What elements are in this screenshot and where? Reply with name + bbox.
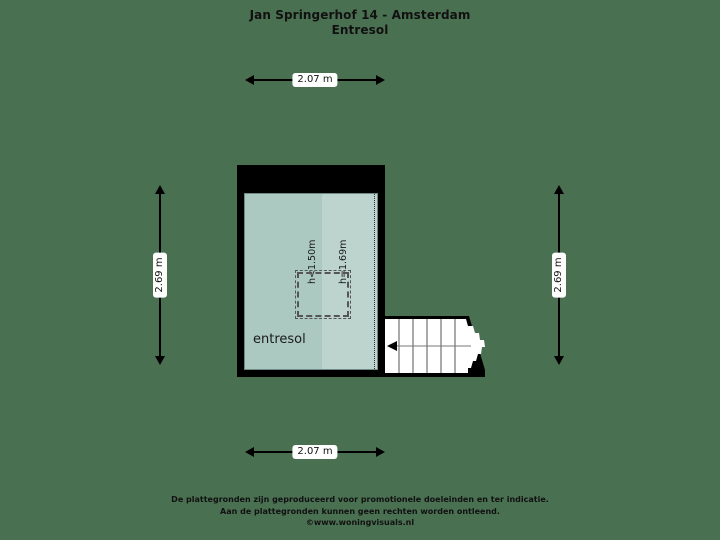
arrow-right-icon [376, 447, 385, 457]
arrow-up-icon [155, 185, 165, 194]
staircase [383, 316, 489, 377]
ceiling-zone-divider [374, 194, 375, 369]
arrow-left-icon [245, 447, 254, 457]
arrow-up-icon [554, 185, 564, 194]
title-floor-level: Entresol [331, 23, 389, 37]
footer-disclaimer: De plattegronden zijn geproduceerd voor … [0, 494, 720, 529]
arrow-left-icon [245, 75, 254, 85]
dimension-right-label: 2.69 m [552, 252, 566, 298]
stair-direction-arrow-icon [387, 341, 397, 351]
dimension-left-label: 2.69 m [153, 252, 167, 298]
dimension-bottom-label: 2.07 m [292, 445, 338, 459]
room-entresol: h<1.50m h=1.69m entresol [237, 165, 385, 377]
dimension-top-horizontal: 2.07 m [245, 72, 385, 88]
zone-high-ceiling [322, 194, 377, 369]
dimension-bottom-horizontal: 2.07 m [245, 444, 385, 460]
footer-line-1: De plattegronden zijn geproduceerd voor … [171, 495, 549, 504]
arrow-down-icon [155, 356, 165, 365]
footer-line-3: ©www.woningvisuals.nl [305, 518, 415, 527]
room-label-entresol: entresol [253, 332, 306, 347]
title-address: Jan Springerhof 14 - Amsterdam [249, 8, 471, 22]
hatch-opening-outline [295, 270, 351, 319]
room-floor-area: h<1.50m h=1.69m entresol [244, 193, 378, 370]
arrow-down-icon [554, 356, 564, 365]
dimension-top-label: 2.07 m [292, 73, 338, 87]
dimension-right-vertical: 2.69 m [551, 185, 567, 365]
arrow-right-icon [376, 75, 385, 85]
footer-line-2: Aan de plattegronden kunnen geen rechten… [220, 506, 500, 516]
page-title: Jan Springerhof 14 - Amsterdam Entresol [0, 8, 720, 38]
dimension-left-vertical: 2.69 m [152, 185, 168, 365]
staircase-svg [383, 316, 485, 377]
